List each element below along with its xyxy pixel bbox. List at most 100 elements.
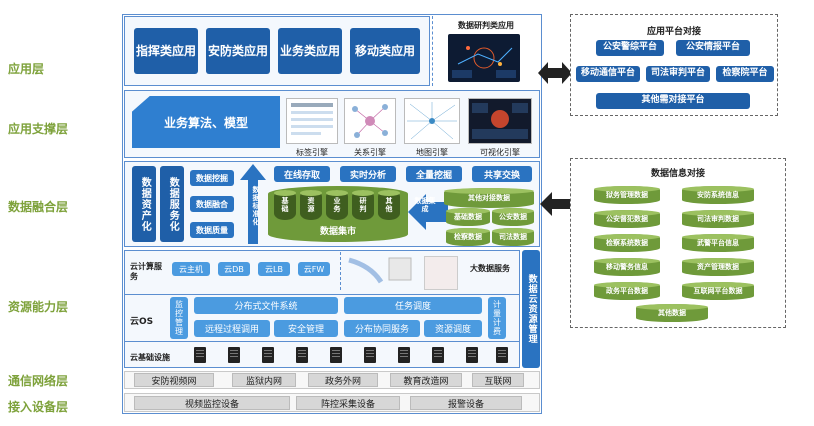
cylinder-label: 政务平台数据 [606,287,648,295]
relation-engine-label: 关系引擎 [354,148,386,157]
procuratorate-data-cylinder: 检察数据 [446,228,490,246]
data-cyl-internet: 互联网平台数据 [682,282,754,300]
network-government: 政务外网 [308,373,378,387]
visual-engine-label: 可视化引擎 [480,148,520,157]
data-cloud-resource-management: 数据云资源管理 [522,250,540,368]
mart-col-business: 业务 [326,190,348,220]
visual-engine-thumbnail [468,98,532,144]
network-security-video: 安防视频网 [134,373,214,387]
online-access-button[interactable]: 在线存取 [274,166,330,182]
cylinder-label: 其他 [385,197,393,213]
access-video-device: 视频监控设备 [134,396,290,410]
app-mobile-button[interactable]: 移动类应用 [350,28,420,74]
platform-police-integrated[interactable]: 公安警综平台 [596,40,664,56]
server-icon [398,347,410,363]
architecture-frame [122,14,542,414]
cloud-lb-chip: 云LB [258,262,290,276]
cylinder-label: 资产管理数据 [697,263,739,271]
double-arrow-icon [538,62,572,84]
business-algorithm-model: 业务算法、模型 [132,96,280,148]
platform-procuratorate[interactable]: 检察院平台 [716,66,774,82]
network-internet: 互联网 [472,373,524,387]
cloud-service-label: 云计算服务 [130,262,162,281]
analysis-app-title: 数据研判类应用 [458,21,514,30]
platform-other[interactable]: 其他需对接平台 [596,93,750,109]
data-cyl-police-supervise: 公安督犯数据 [594,210,660,228]
cloud-os-band [124,294,520,342]
left-arrow-icon [540,192,570,216]
server-icon [194,347,206,363]
bigdata-service-label: 大数据服务 [470,264,510,273]
cylinder-label: 其他数据 [658,309,686,317]
cylinder-label: 业务 [333,197,341,213]
cylinder-label: 研判 [359,197,367,213]
cylinder-label: 检察数据 [454,233,482,241]
standardize-up-arrow-icon [240,164,266,244]
app-command-button[interactable]: 指挥类应用 [134,28,198,74]
cylinder-label: 其他对接数据 [468,194,510,202]
app-security-button[interactable]: 安防类应用 [206,28,270,74]
cloud-db-chip: 云DB [218,262,250,276]
data-cyl-prison: 狱务管理数据 [594,186,660,204]
task-schedule-chip: 任务调度 [344,297,482,314]
relation-engine-thumbnail [344,98,396,144]
map-engine-thumbnail [404,98,460,144]
access-collection-device: 阵控采集设备 [296,396,400,410]
tag-engine-label: 标签引擎 [296,148,328,157]
data-assetization: 数据资产化 [132,166,156,242]
infra-label: 云基础设施 [130,353,170,362]
metering-billing-chip: 计量计费 [488,297,506,339]
realtime-analysis-button[interactable]: 实时分析 [340,166,396,182]
bigdata-divider [340,252,420,290]
mart-col-other: 其他 [378,190,400,220]
analysis-app-panel [432,16,540,86]
data-cyl-other: 其他数据 [636,304,708,322]
resource-schedule-chip: 资源调度 [424,320,482,337]
share-exchange-button[interactable]: 共享交换 [472,166,532,182]
platform-police-intel[interactable]: 公安情报平台 [676,40,750,56]
cylinder-label: 狱务管理数据 [606,191,648,199]
app-business-button[interactable]: 业务类应用 [278,28,342,74]
cylinder-label: 武警平台信息 [697,239,739,247]
data-cyl-asset: 资产管理数据 [682,258,754,276]
police-data-cylinder: 公安数据 [492,208,534,226]
integration-left-arrow-icon [408,194,448,230]
server-icon [466,347,478,363]
platform-panel-title: 应用平台对接 [646,27,701,37]
layer-label-resource: 资源能力层 [8,300,69,314]
platform-mobile-comm[interactable]: 移动通信平台 [576,66,640,82]
full-mining-button[interactable]: 全量挖掘 [406,166,462,182]
server-icon [296,347,308,363]
network-education: 教育改造网 [390,373,462,387]
data-cyl-security-system: 安防系统信息 [682,186,754,204]
server-icon [496,347,508,363]
cloud-fw-chip: 云FW [298,262,330,276]
data-fusion-chip: 数据融合 [190,196,234,212]
cylinder-label: 司法数据 [499,233,527,241]
mart-col-basic: 基础 [274,190,296,220]
integration-label: 数据集成 [414,197,436,213]
data-quality-chip: 数据质量 [190,222,234,238]
layer-label-fusion: 数据融合层 [8,200,69,214]
layer-label-access: 接入设备层 [8,400,69,414]
data-mining-chip: 数据挖掘 [190,170,234,186]
tag-engine-thumbnail [286,98,338,144]
cylinder-label: 基础 [281,197,289,213]
standardize-label: 数据标准化 [252,186,260,226]
cylinder-label: 安防系统信息 [697,191,739,199]
cloud-host-chip: 云主机 [172,262,210,276]
analysis-dashboard-image [448,34,520,82]
rpc-chip: 远程过程调用 [194,320,270,337]
platform-judicial-trial[interactable]: 司法审判平台 [646,66,710,82]
data-cyl-mobile-police: 移动警务信息 [594,258,660,276]
server-icon [228,347,240,363]
data-cyl-procuratorate: 检察系统数据 [594,234,660,252]
layer-label-support: 应用支撑层 [8,122,69,136]
data-panel-title: 数据信息对接 [650,169,705,179]
base-data-cylinder: 基础数据 [446,208,490,226]
data-cyl-government: 政务平台数据 [594,282,660,300]
distributed-coord-chip: 分布协同服务 [344,320,420,337]
cloud-os-label: 云OS [130,317,154,327]
layer-label-network: 通信网络层 [8,374,69,388]
distributed-fs-chip: 分布式文件系统 [194,297,338,314]
